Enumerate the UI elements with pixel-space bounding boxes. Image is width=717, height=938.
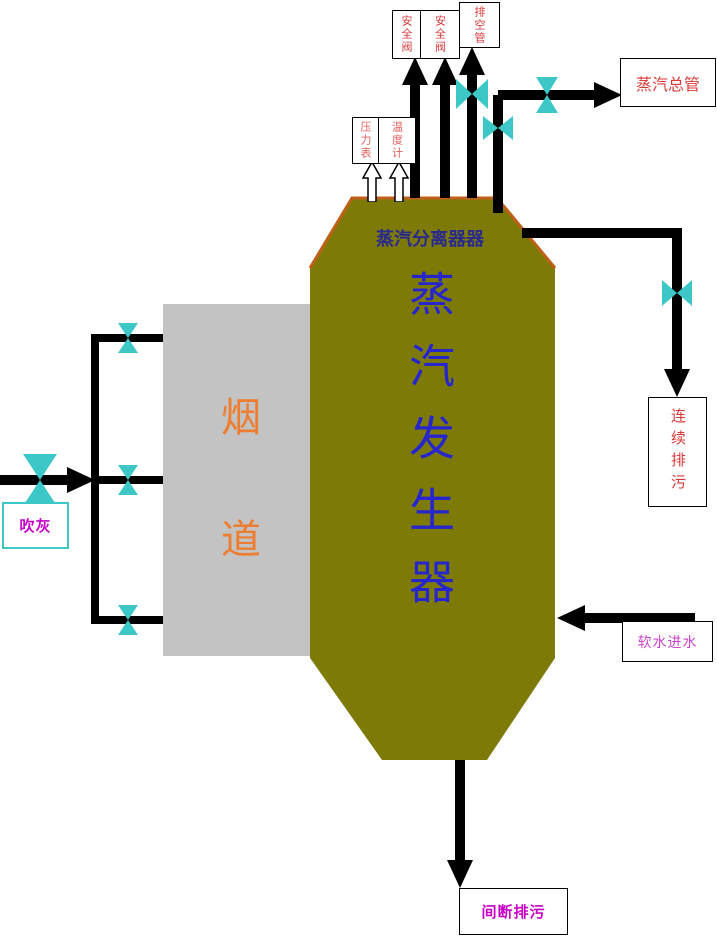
flue-label: 烟道 [214,396,260,640]
valve-half [536,95,558,113]
intermittent-blowdown-box: 间断排污 [459,888,568,935]
valve-half [23,480,57,506]
steam-main-valve-icon[interactable] [536,77,558,113]
soot-blowing-box: 吹灰 [2,502,69,549]
instrument-arrows [361,160,410,202]
steam-riser-valve-icon[interactable] [483,116,513,140]
thermometer-box: 温度计 [378,117,416,164]
steam-main-label: 蒸汽总管 [635,74,700,94]
pipe-bottom-blowdown [455,760,465,862]
arrowhead-down-intermittent-blowdown-icon [447,860,473,888]
arrowhead-down-continuous-blowdown-icon [664,369,690,397]
continuous-blowdown-box: 连续排污 [648,397,707,507]
valve-half [677,280,692,306]
pipe-vent [467,75,477,198]
valve-half [118,620,138,635]
valve-half [536,77,558,95]
soot-branch-middle-valve-icon[interactable] [118,465,138,495]
pipe-soft-water [584,613,695,623]
valve-half [662,280,677,306]
soft-water-inlet-label: 软水进水 [637,634,698,651]
arrowhead-left-soft-water-icon [557,605,585,631]
valve-half [118,338,138,353]
soot-blowing-label: 吹灰 [19,517,52,535]
steam-separator-label: 蒸汽分离器器 [376,229,484,250]
soot-branch-bottom-valve-icon[interactable] [118,605,138,635]
vessel-shape [310,198,555,760]
valve-half [472,79,488,109]
soot-branch-top-valve-icon[interactable] [118,323,138,353]
arrowhead-up-vent-icon [459,47,485,75]
steam-main-box: 蒸汽总管 [620,58,716,107]
vent-pipe-box: 排空管 [459,2,500,48]
safety-valve-a-box: 安全阀 [392,10,421,59]
soft-water-inlet-box: 软水进水 [622,621,713,662]
flue-duct [163,304,310,656]
valve-half [456,79,472,109]
arrowhead-right-soot-icon [67,467,95,493]
valve-half [118,480,138,495]
valve-half [118,605,138,620]
valve-half [483,116,498,140]
pressure-gauge-arrow-icon [361,160,383,202]
arrowhead-up-safety-a-icon [402,57,428,85]
valve-half [118,323,138,338]
intermittent-blowdown-label: 间断排污 [481,903,546,921]
pipe-blowdown-horizontal [522,228,682,238]
valve-half [118,465,138,480]
pressure-gauge-box: 压力表 [352,117,379,164]
soot-main-valve-icon[interactable] [23,454,57,506]
thermometer-label: 温度计 [390,121,404,160]
safety-valve-b-label: 安全阀 [433,15,447,54]
continuous-blowdown-valve-icon[interactable] [662,280,692,306]
thermometer-arrow-icon [388,160,410,202]
pipe-steam-riser [493,95,503,213]
vent-pipe-label: 排空管 [473,5,486,45]
arrowhead-right-steam-main-icon [594,82,622,108]
valve-half [23,454,57,480]
pipe-safety-valve-b [440,85,450,198]
arrowhead-up-safety-b-icon [432,57,458,85]
continuous-blowdown-label: 连续排污 [669,408,687,496]
pressure-gauge-label: 压力表 [359,121,372,160]
steam-generator-label: 蒸汽发生器 [402,270,456,630]
safety-valve-b-box: 安全阀 [420,10,460,59]
vent-valve-icon[interactable] [456,79,488,109]
valve-half [498,116,513,140]
safety-valve-a-label: 安全阀 [400,15,413,54]
